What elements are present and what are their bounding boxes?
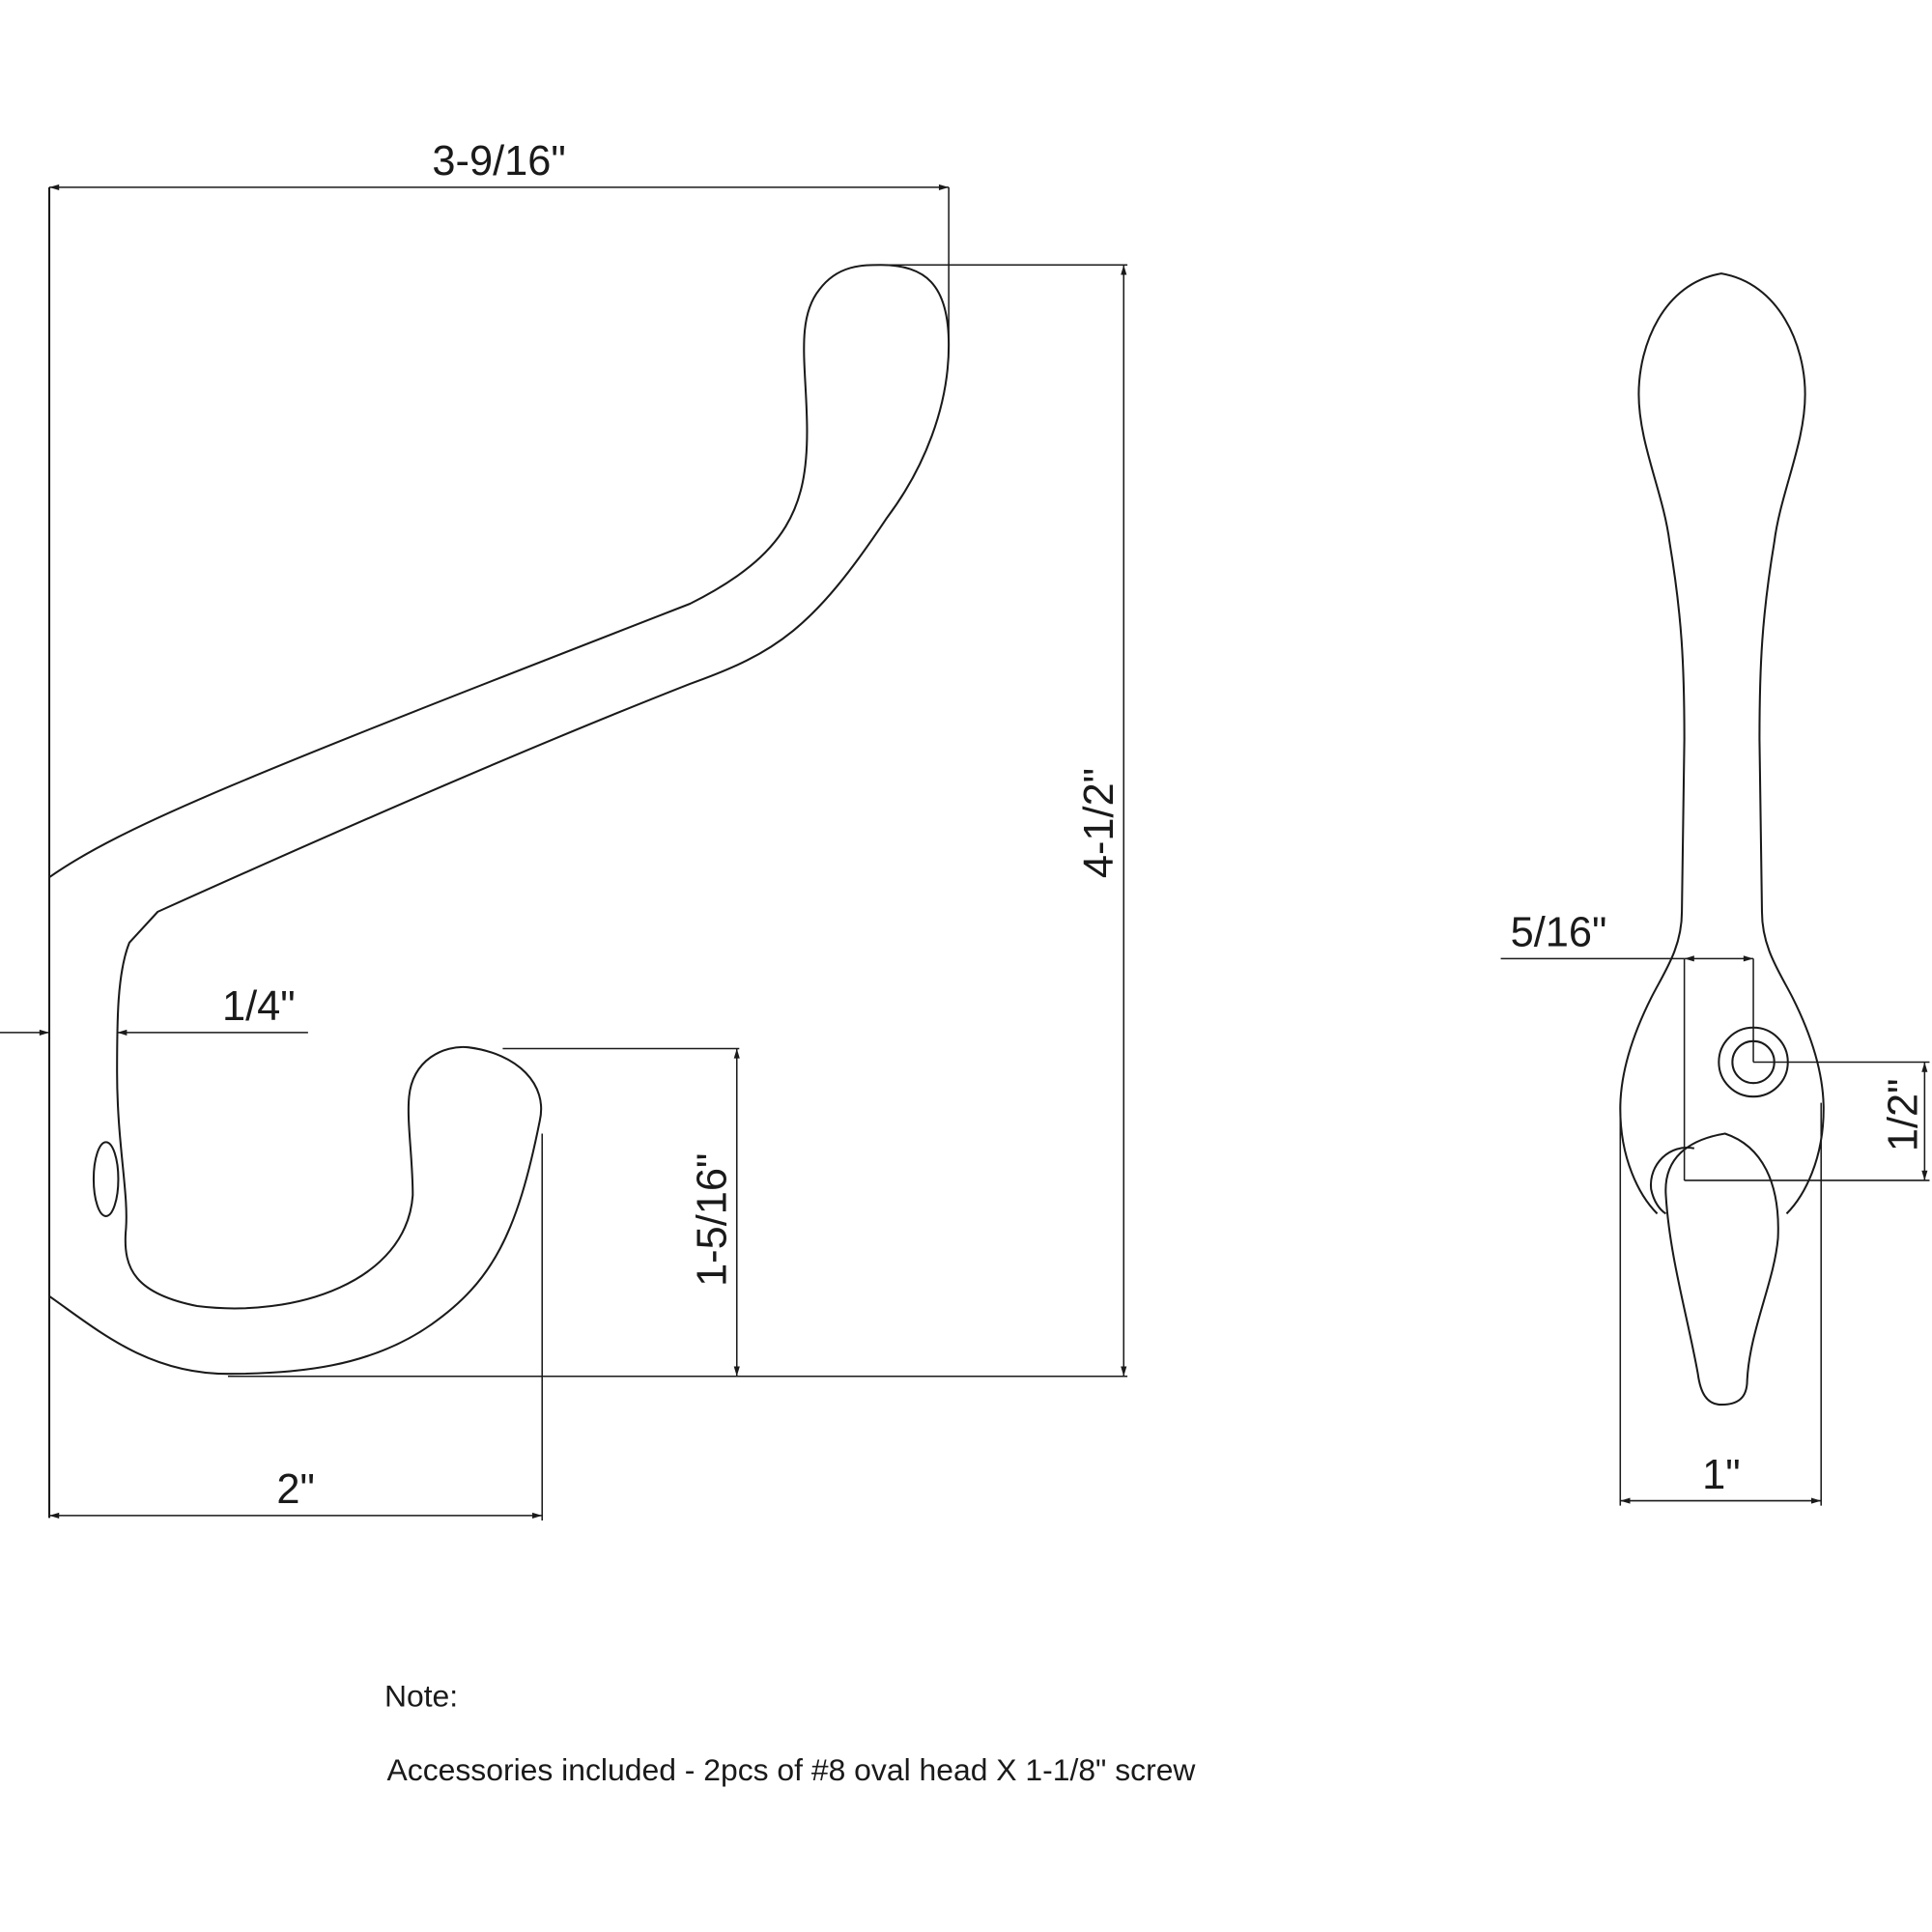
dim-overall-width: 3-9/16" <box>432 138 565 185</box>
dim-lower-hook-height: 1-5/16" <box>689 1153 735 1287</box>
note-text: Accessories included - 2pcs of #8 oval h… <box>387 1752 1197 1787</box>
front-outline <box>1619 272 1825 1215</box>
notes: Note: Accessories included - 2pcs of #8 … <box>384 1679 1196 1788</box>
front-view-dimensions: 5/16" 1/2" 1" <box>1500 910 1930 1506</box>
dim-backplate-width: 1" <box>1702 1452 1741 1498</box>
note-heading: Note: <box>384 1679 458 1714</box>
side-view <box>48 186 951 1519</box>
screw-hole-icon <box>92 1141 120 1217</box>
dim-backplate-thickness: 1/4" <box>222 983 296 1030</box>
dim-screw-spacing: 1/2" <box>1881 1079 1927 1152</box>
dim-overall-height: 4-1/2" <box>1076 768 1122 878</box>
dim-screw-offset: 5/16" <box>1511 910 1607 956</box>
side-view-dimensions: 3-9/16" 4-1/2" 1-5/16" 2" 1/4" <box>0 138 1128 1520</box>
lower-hook-front <box>1664 1132 1779 1406</box>
front-view <box>1619 272 1825 1406</box>
dim-lower-hook-depth: 2" <box>276 1466 315 1513</box>
hook-outline <box>48 264 951 1376</box>
lower-screw-hole-icon <box>1650 1147 1695 1215</box>
